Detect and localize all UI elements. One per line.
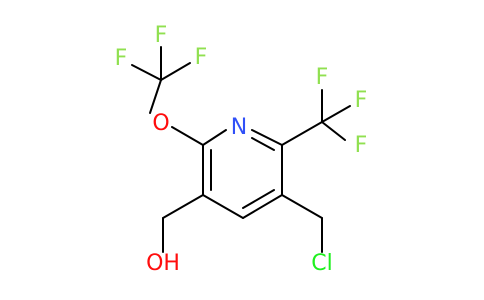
bonds — [131, 46, 351, 253]
chlorine-atom: Cl — [311, 251, 332, 276]
fluorine-atom-ocf3-top: F — [155, 23, 168, 48]
bond-n-c6 — [251, 129, 283, 146]
ether-oxygen-atom: O — [152, 111, 169, 136]
bond-c-f-right — [160, 62, 191, 81]
fluorine-atom-cf3-right: F — [355, 88, 368, 113]
bond-c5-c4 — [242, 194, 283, 219]
bond-c2-o — [171, 126, 204, 146]
bond-c5-c4-double — [242, 189, 275, 209]
fluorine-atom-cf3-top: F — [316, 65, 329, 90]
bond-cf3-f-right — [321, 105, 351, 123]
bond-c6-cf3 — [281, 121, 323, 146]
hydroxyl-group: OH — [146, 251, 180, 276]
bond-c4-c3 — [202, 194, 244, 219]
fluorine-atom-ocf3-right: F — [195, 45, 208, 70]
fluorine-atom-cf3-bottom: F — [355, 133, 368, 158]
atom-labels: N O F F F F F F OH Cl — [115, 23, 368, 276]
nitrogen-atom: N — [231, 115, 247, 140]
bond-o-c — [149, 79, 162, 114]
bond-n-c6-double — [251, 137, 275, 151]
fluorine-atom-ocf3-left: F — [115, 46, 128, 71]
bond-cf3-f-bottom — [321, 121, 346, 141]
bond-c5-ch2 — [281, 194, 323, 219]
bond-c2-n — [202, 129, 227, 146]
bond-c3-ch2 — [162, 194, 204, 219]
bond-c-f-left — [131, 64, 162, 81]
